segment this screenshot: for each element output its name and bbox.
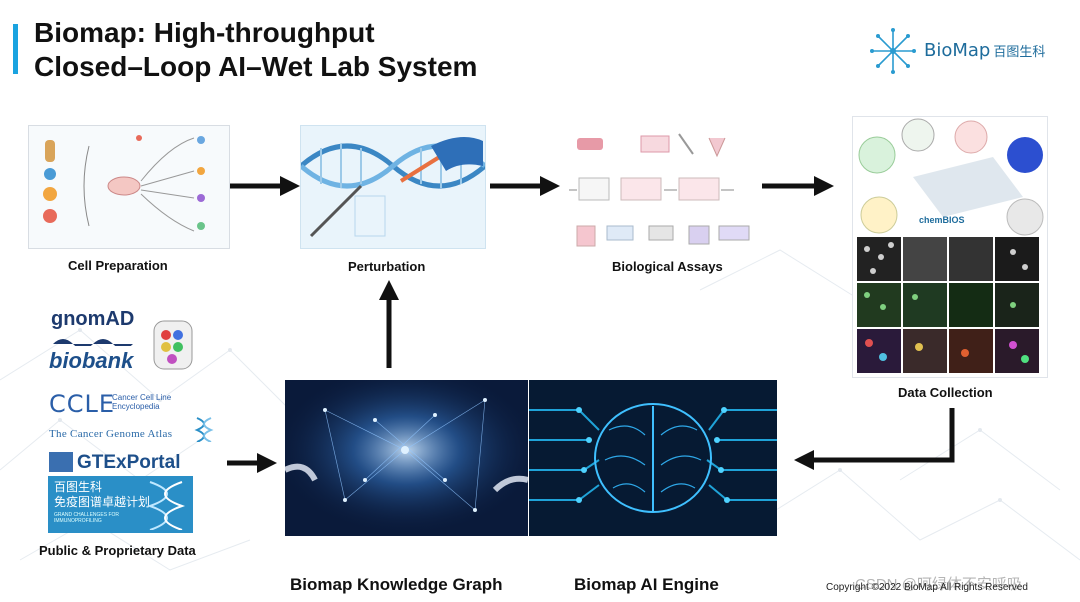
arrow-knowledge-graph-to-perturbation <box>379 280 399 368</box>
banner-subtitle: GRAND CHALLENGES FOR IMMUNOPROFILING <box>54 512 120 524</box>
title-accent-bar <box>13 24 18 74</box>
dna-editing-illustration <box>299 137 487 238</box>
title-line-2: Closed–Loop AI–Wet Lab System <box>34 51 478 82</box>
caption-public-data: Public & Proprietary Data <box>39 543 196 558</box>
arrow-perturbation-to-assays <box>490 176 560 196</box>
caption-cell-preparation: Cell Preparation <box>68 258 168 273</box>
logo-cn: 百图生科 <box>993 44 1046 59</box>
tcga-helix-icon <box>194 417 214 442</box>
caption-ai-engine: Biomap AI Engine <box>574 575 719 594</box>
biological-assays-image <box>568 125 760 257</box>
biomap-snowflake-icon <box>870 28 916 74</box>
assay-protocol-illustration <box>569 133 750 247</box>
chembios-label: chemBIOS <box>919 215 965 225</box>
gnomad-logo: gnomAD <box>51 308 135 330</box>
banner-dna-icon <box>146 481 186 530</box>
ccle-subtitle: Cancer Cell Line Encyclopedia <box>112 393 172 411</box>
ai-brain-circuit <box>529 403 777 513</box>
arrow-assays-to-data-collection <box>762 176 834 196</box>
caption-data-collection: Data Collection <box>898 385 993 400</box>
perturbation-image <box>299 125 487 249</box>
ccle-logo: CCLE <box>49 390 116 418</box>
arrow-cellprep-to-perturbation <box>230 176 300 196</box>
arrow-data-collection-to-ai-engine <box>794 408 955 470</box>
title-line-1: Biomap: High-throughput <box>34 17 375 48</box>
cell-preparation-image <box>28 125 230 249</box>
gnomad-wave-icon <box>53 339 133 346</box>
banner-line-1: 百图生科 <box>54 480 103 494</box>
biomap-immunoprofiling-banner: 百图生科 免疫图谱卓越计划 GRAND CHALLENGES FOR IMMUN… <box>48 476 193 533</box>
biobank-logo: biobank <box>49 348 134 373</box>
biobank-tube-icon <box>153 320 193 370</box>
data-collection-image: chemBIOS <box>852 116 1048 378</box>
gtex-logo: GTExPortal <box>77 452 181 473</box>
tcga-logo: The Cancer Genome Atlas <box>49 428 173 440</box>
knowledge-graph-image <box>283 380 529 536</box>
csdn-watermark: CSDN @呵绿体不安呼吸 <box>855 576 1022 593</box>
caption-biological-assays: Biological Assays <box>612 259 723 274</box>
arrow-public-data-to-knowledge-graph <box>227 453 277 473</box>
caption-knowledge-graph: Biomap Knowledge Graph <box>290 575 503 594</box>
logo-text: BioMap <box>924 40 991 61</box>
slide-title: Biomap: High-throughput Closed–Loop AI–W… <box>34 16 477 84</box>
copyright: Copyright ©2022 BioMap All Rights Reserv… <box>826 582 1028 593</box>
knowledge-graph-network <box>283 380 529 536</box>
public-data-sources: gnomAD biobank CCLE Cancer Cell Line Enc… <box>45 304 220 534</box>
caption-perturbation: Perturbation <box>348 259 426 274</box>
gtex-icon <box>49 452 73 472</box>
cell-preparation-illustration <box>43 135 205 232</box>
banner-line-2: 免疫图谱卓越计划 <box>54 495 151 509</box>
data-collection-illustration: chemBIOS <box>857 118 1044 373</box>
ai-engine-image <box>529 380 777 536</box>
